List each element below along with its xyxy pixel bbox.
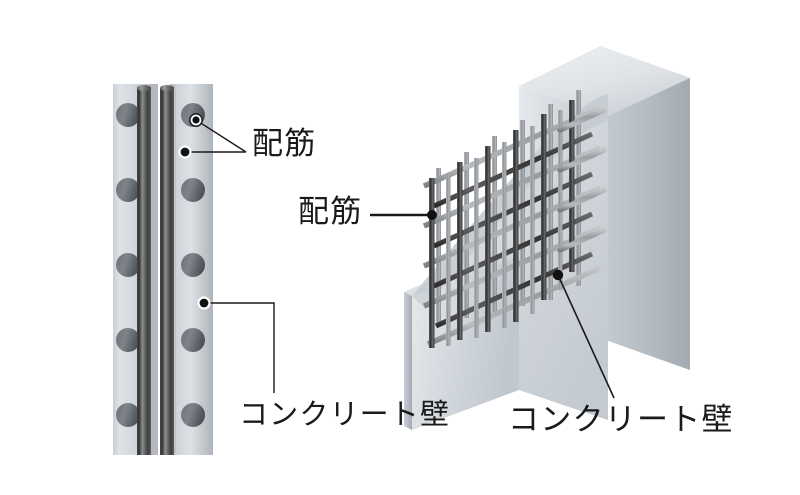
leader-marker-rebar-iso	[427, 210, 437, 220]
rebar-mid-vertical	[530, 126, 535, 314]
label-rebar-cross-section: 配筋	[252, 126, 317, 161]
rebar-mesh	[422, 90, 607, 348]
label-rebar-isometric: 配筋	[298, 194, 363, 229]
rebar-hole	[116, 178, 140, 202]
label-concrete-wall-isometric: コンクリート壁	[508, 402, 734, 437]
rebar-back-vertical	[492, 136, 497, 312]
leader-marker-rebar-bottom	[178, 145, 192, 159]
rebar-mid-vertical	[558, 110, 563, 290]
isometric-group	[404, 46, 690, 430]
leader-rebar-section	[185, 119, 247, 153]
rebar-hole	[116, 103, 140, 127]
rebar-back-vertical	[520, 120, 525, 306]
rebar-embedded-stub	[557, 227, 607, 253]
rebar-hole	[181, 178, 205, 202]
concrete-top-face	[519, 46, 690, 116]
concrete-side-face	[600, 46, 690, 370]
rebar-hole	[116, 403, 140, 427]
concrete-end-face	[404, 292, 412, 430]
rebar-front-vertical	[569, 100, 575, 272]
leader-wall-iso	[552, 269, 615, 399]
rebar-front-vertical	[429, 178, 435, 348]
rebar-mid-vertical	[446, 174, 451, 346]
leader-marker-wall-section	[197, 296, 211, 310]
leader-rebar-iso	[370, 210, 437, 220]
rebar-embedded-stub	[557, 147, 607, 173]
rebar-front-vertical	[457, 162, 463, 340]
leader-wall-section	[204, 302, 275, 393]
rebar-back-vertical	[464, 152, 469, 318]
leader-line-wall-section	[204, 302, 275, 393]
rebar-embedded-stub	[557, 107, 607, 133]
rebar-hole	[116, 328, 140, 352]
rebar-hole	[181, 253, 205, 277]
rebar-hole	[181, 328, 205, 352]
leader-marker-rebar-top	[189, 113, 204, 128]
rebar-front-vertical	[541, 114, 547, 300]
rebar-hole	[116, 253, 140, 277]
rebar-mid-vertical	[474, 158, 479, 338]
label-concrete-wall-cross-section: コンクリート壁	[239, 399, 451, 431]
rebar-mid-vertical-set	[446, 110, 563, 346]
cross-section-group	[113, 84, 213, 455]
rebar-hole-column-left	[116, 103, 140, 427]
rebar-front-vertical-set	[429, 100, 575, 348]
rebar-embedded-stub-set	[557, 107, 607, 253]
rebar-hole	[181, 403, 205, 427]
rebar-front-vertical	[485, 146, 491, 332]
leader-line-rebar-top	[195, 119, 247, 153]
concrete-core-strip	[150, 84, 158, 455]
rebar-back-vertical	[576, 90, 581, 286]
vertical-rebar-2	[160, 85, 174, 455]
rebar-back-vertical	[548, 104, 553, 300]
rebar-embedded-stub	[557, 187, 607, 213]
vertical-rebar-1	[137, 85, 151, 455]
rebar-mid-vertical	[502, 142, 507, 328]
leader-line-wall-iso	[557, 274, 615, 399]
leader-marker-wall-iso	[552, 269, 564, 281]
rebar-front-vertical	[513, 130, 519, 322]
